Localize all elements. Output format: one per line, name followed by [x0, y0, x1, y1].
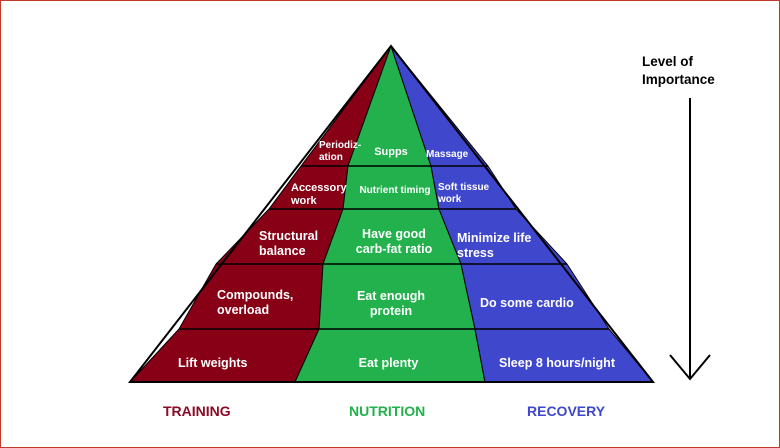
recovery-column-label: RECOVERY	[527, 403, 606, 419]
training-tier-4: Compounds,overload	[217, 288, 294, 317]
recovery-tier-4: Do some cardio	[480, 296, 574, 310]
tier-dividers	[179, 165, 609, 330]
nutrition-tier-1: Supps	[374, 146, 408, 158]
training-column-label: TRAINING	[163, 403, 231, 419]
recovery-tier-1: Massage	[426, 149, 469, 160]
nutrition-tier-2: Nutrient timing	[359, 185, 431, 196]
nutrition-column-label: NUTRITION	[349, 403, 426, 419]
training-tier-1: Periodiz-ation	[319, 140, 362, 163]
nutrition-tier-5: Eat plenty	[358, 356, 419, 370]
importance-arrow-icon	[669, 98, 711, 381]
training-tier-5: Lift weights	[178, 356, 248, 370]
importance-label: Level of Importance	[642, 54, 715, 87]
pyramid-outline	[127, 44, 656, 383]
recovery-tier-5: Sleep 8 hours/night	[499, 356, 615, 370]
